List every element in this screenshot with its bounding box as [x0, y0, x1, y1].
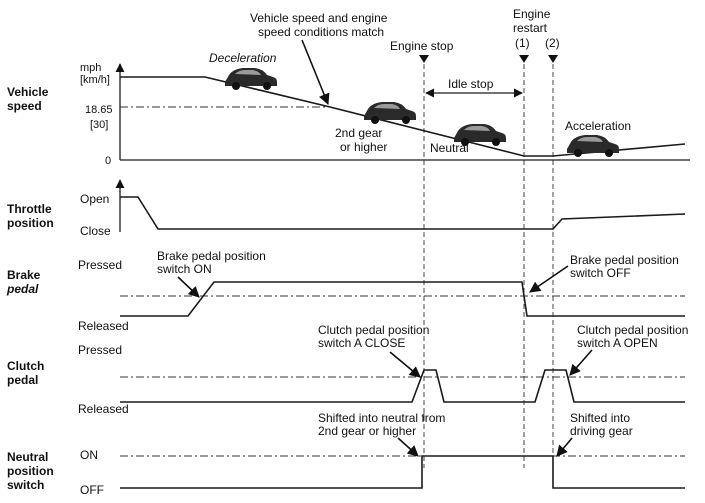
brake-off-label-b: switch OFF — [570, 266, 631, 280]
restart-2-marker-icon — [548, 55, 558, 63]
vehicle-speed-label-a: Vehicle — [7, 85, 49, 99]
shift-neutral-arrow-icon — [397, 437, 419, 457]
clutch-close-arrow-icon — [389, 351, 421, 378]
brake-trace — [120, 281, 685, 317]
shift-drive-arrow-icon — [556, 437, 573, 457]
brake-label-b: pedal — [6, 282, 39, 296]
clutch-open-label-b: switch A OPEN — [577, 336, 658, 350]
restart-2-label: (2) — [545, 36, 560, 50]
neutral-switch-label-a: Neutral — [7, 450, 48, 464]
shift-neutral-label-b: 2nd gear or higher — [318, 424, 416, 438]
shift-neutral-label-a: Shifted into neutral from — [318, 411, 445, 425]
throttle-close-label: Close — [80, 224, 111, 238]
clutch-trace — [120, 369, 685, 403]
gear-label-b: or higher — [340, 140, 387, 154]
vehicle-speed-label-b: speed — [7, 99, 42, 113]
clutch-close-label-b: switch A CLOSE — [318, 336, 405, 350]
speed-tick-zero: 0 — [105, 155, 111, 167]
clutch-released-label: Released — [78, 402, 129, 416]
restart-1-marker-icon — [519, 55, 529, 63]
clutch-pressed-label: Pressed — [78, 343, 122, 357]
throttle-label-a: Throttle — [7, 202, 52, 216]
brake-off-arrow-icon — [529, 265, 569, 293]
speed-match-label-b: speed conditions match — [258, 25, 384, 39]
throttle-open-label: Open — [80, 192, 109, 206]
neutral-phase-label: Neutral — [430, 141, 469, 155]
restart-1-label: (1) — [515, 36, 530, 50]
neutral-on-label: ON — [80, 448, 98, 462]
neutral-switch-trace — [120, 455, 685, 489]
car-icon — [454, 124, 506, 146]
car-icon — [225, 68, 277, 90]
engine-stop-label: Engine stop — [390, 39, 454, 53]
brake-pressed-label: Pressed — [78, 258, 122, 272]
engine-restart-label-a: Engine — [513, 7, 551, 21]
brake-on-label-b: switch ON — [157, 262, 212, 276]
engine-stop-marker-icon — [419, 55, 429, 63]
neutral-off-label: OFF — [80, 483, 104, 497]
deceleration-label: Deceleration — [209, 51, 277, 65]
clutch-label-b: pedal — [7, 373, 38, 387]
acceleration-label: Acceleration — [565, 119, 631, 133]
clutch-close-label-a: Clutch pedal position — [318, 323, 429, 337]
clutch-open-arrow-icon — [569, 349, 593, 376]
shift-drive-label-b: driving gear — [570, 424, 633, 438]
car-icon — [567, 135, 619, 157]
throttle-trace — [120, 196, 686, 230]
speed-tick-kmh: [30] — [90, 119, 108, 131]
car-icon — [364, 102, 416, 124]
speed-unit-mph: mph — [80, 62, 101, 74]
brake-on-label-a: Brake pedal position — [157, 249, 266, 263]
neutral-switch-label-c: switch — [7, 478, 44, 492]
engine-restart-label-b: restart — [513, 21, 548, 35]
neutral-switch-label-b: position — [7, 464, 54, 478]
speed-unit-kmh: [km/h] — [80, 74, 110, 86]
brake-released-label: Released — [78, 319, 129, 333]
speed-match-arrow-icon — [301, 39, 330, 106]
throttle-label-b: position — [7, 216, 54, 230]
brake-off-label-a: Brake pedal position — [570, 253, 679, 267]
brake-on-arrow-icon — [177, 276, 200, 298]
gear-label-a: 2nd gear — [335, 126, 382, 140]
clutch-label-a: Clutch — [7, 359, 44, 373]
clutch-open-label-a: Clutch pedal position — [577, 323, 688, 337]
speed-match-label-a: Vehicle speed and engine — [250, 11, 388, 25]
idle-stop-label: Idle stop — [448, 77, 494, 91]
speed-tick-mph: 18.65 — [85, 104, 113, 116]
brake-label-a: Brake — [7, 268, 41, 282]
shift-drive-label-a: Shifted into — [570, 411, 630, 425]
